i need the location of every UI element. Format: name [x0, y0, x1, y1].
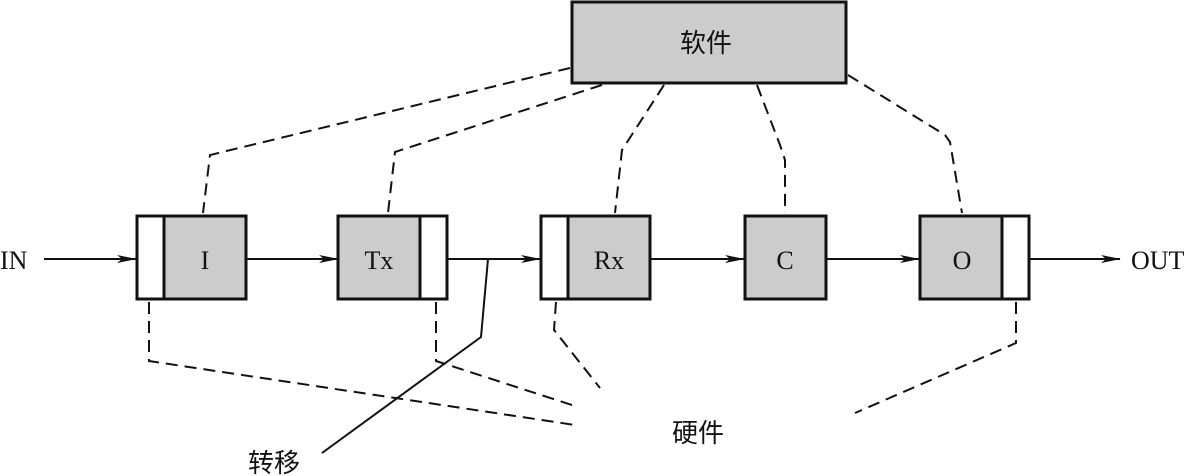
block-C: C [743, 214, 828, 301]
block-Rx: Rx [539, 214, 652, 301]
block-Tx: Tx [336, 214, 449, 301]
block-I-buffer [135, 214, 166, 301]
sw-link-C [756, 84, 786, 213]
hardware-links [148, 301, 1017, 426]
output-label: OUT [1131, 246, 1185, 275]
block-Tx-label: Tx [365, 246, 394, 275]
hw-link-Rx [552, 301, 601, 389]
block-Tx-buffer [418, 214, 449, 301]
sw-link-Rx [614, 84, 665, 214]
transfer-label: 转移 [248, 449, 300, 476]
block-Rx-buffer [539, 214, 570, 301]
hw-link-Tx [435, 302, 576, 407]
hardware-label: 硬件 [672, 419, 724, 449]
block-C-label: C [776, 246, 793, 275]
input-label: IN [0, 246, 28, 275]
software-links [202, 67, 963, 214]
sw-link-Tx [387, 84, 603, 214]
block-I-label: I [201, 246, 210, 275]
block-O-body [918, 214, 1004, 301]
block-O-buffer [1000, 214, 1031, 301]
hw-link-I [148, 302, 576, 426]
block-I-body [162, 214, 248, 301]
sw-link-O [847, 74, 963, 214]
block-Rx-label: Rx [594, 246, 624, 275]
block-O-label: O [953, 246, 972, 275]
hw-link-O [854, 302, 1017, 414]
transfer-leader-line [321, 258, 489, 454]
block-I: I [135, 214, 248, 301]
software-label: 软件 [680, 29, 732, 59]
software-box: 软件 [570, 0, 848, 85]
block-Rx-body [566, 214, 652, 301]
block-O: O [918, 214, 1031, 301]
block-Tx-body [336, 214, 422, 301]
block-C-body [743, 214, 828, 301]
sw-link-I [202, 67, 571, 214]
